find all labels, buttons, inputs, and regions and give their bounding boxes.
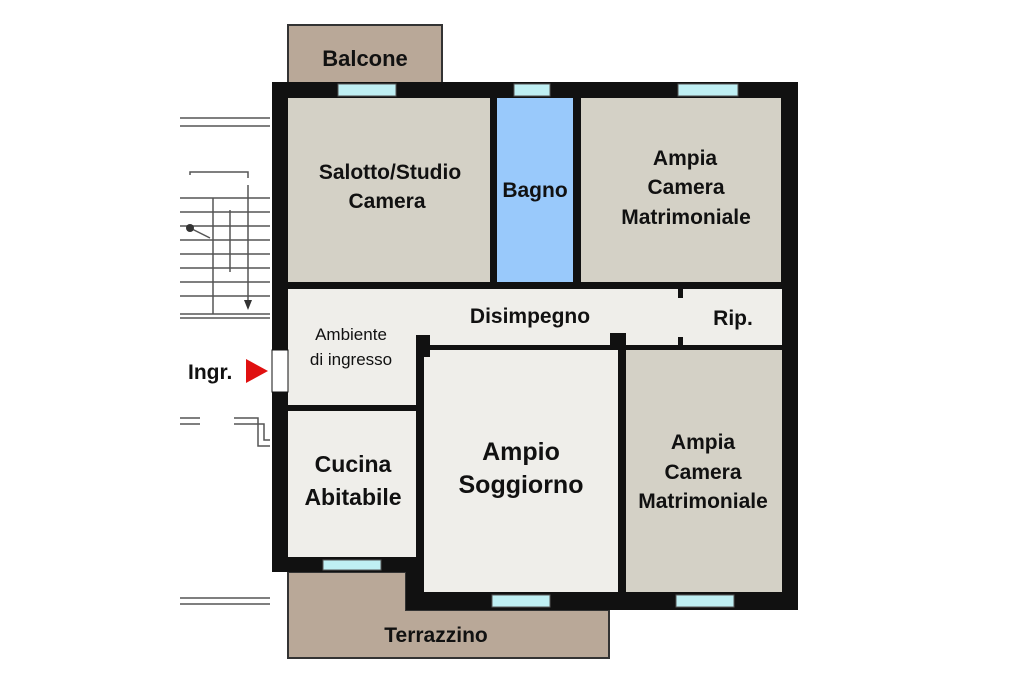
balcone-label: Balcone bbox=[322, 46, 408, 71]
bagno-label: Bagno bbox=[502, 179, 567, 202]
camera-top-label: Ampia bbox=[653, 147, 718, 170]
cucina-label: Cucina bbox=[315, 451, 392, 477]
ambiente-label: Ambiente bbox=[315, 325, 387, 344]
window bbox=[513, 83, 551, 97]
ambiente-area bbox=[288, 345, 416, 405]
salotto-label: Salotto/Studio bbox=[319, 161, 461, 184]
cucina-label: Abitabile bbox=[304, 484, 401, 510]
soggiorno-label: Ampio bbox=[482, 438, 560, 466]
salotto-label: Camera bbox=[348, 190, 425, 213]
camera-top-label: Camera bbox=[647, 176, 724, 199]
cucina-room bbox=[288, 411, 416, 557]
staircase-outline bbox=[180, 117, 270, 605]
camera-bottom-label: Camera bbox=[664, 461, 741, 484]
entrance-arrow-icon bbox=[246, 359, 268, 383]
balcone-area bbox=[287, 24, 443, 88]
window bbox=[322, 559, 382, 571]
window bbox=[337, 83, 397, 97]
interior-walls bbox=[288, 282, 782, 592]
stair-arrow bbox=[244, 300, 252, 310]
camera-bottom-label: Ampia bbox=[671, 431, 736, 454]
ambiente-label: di ingresso bbox=[310, 350, 392, 369]
entrance-label: Ingr. bbox=[188, 361, 232, 384]
camera-bottom-room bbox=[626, 350, 782, 592]
window bbox=[491, 594, 551, 608]
terrazzino-label: Terrazzino bbox=[384, 624, 487, 647]
soggiorno-room bbox=[424, 350, 618, 592]
window bbox=[677, 83, 739, 97]
disimpegno-area bbox=[288, 289, 782, 345]
entrance-door bbox=[271, 349, 289, 393]
bagno-room bbox=[497, 98, 573, 282]
stair-marker bbox=[186, 224, 194, 232]
camera-top-room bbox=[581, 98, 781, 282]
windows bbox=[322, 83, 739, 608]
disimpegno-label: Disimpegno bbox=[470, 305, 590, 328]
salotto-room bbox=[288, 98, 490, 282]
soggiorno-label: Soggiorno bbox=[459, 471, 584, 499]
window bbox=[675, 594, 735, 608]
camera-bottom-label: Matrimoniale bbox=[638, 490, 768, 513]
camera-top-label: Matrimoniale bbox=[621, 206, 751, 229]
ripostiglio-label: Rip. bbox=[713, 307, 753, 330]
